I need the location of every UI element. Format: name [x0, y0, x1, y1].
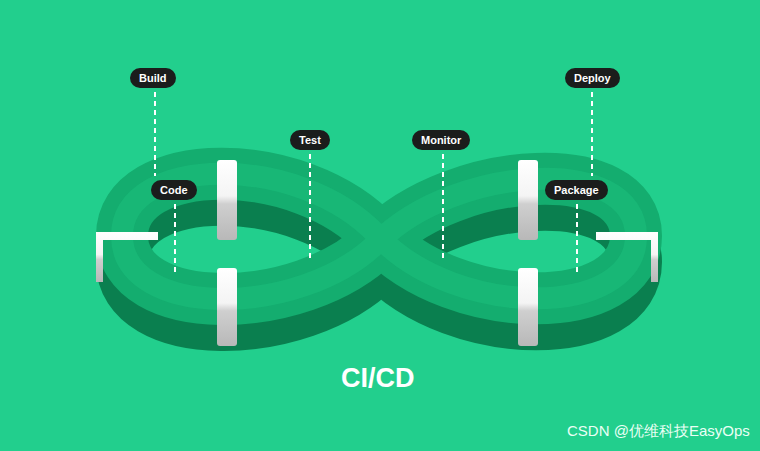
- stage-pill: Monitor: [412, 130, 470, 150]
- band-clip: [518, 268, 538, 346]
- stage-label: Test: [299, 134, 321, 146]
- stage-pill: Code: [151, 180, 197, 200]
- diagram-title: CI/CD: [341, 363, 415, 394]
- stage-label: Deploy: [574, 72, 611, 84]
- band-clip: [518, 160, 538, 240]
- end-bracket: [96, 232, 158, 282]
- stage-pill: Test: [290, 130, 330, 150]
- stage-label: Code: [160, 184, 188, 196]
- stage-pill: Build: [130, 68, 176, 88]
- band-clip: [217, 160, 237, 240]
- band-clip: [217, 268, 237, 346]
- end-bracket: [596, 232, 658, 282]
- stage-pill: Package: [545, 180, 608, 200]
- band-top: [122, 174, 636, 299]
- stage-label: Build: [139, 72, 167, 84]
- leader-lines: [155, 92, 592, 272]
- watermark: CSDN @优维科技EasyOps: [567, 422, 750, 441]
- stage-label: Monitor: [421, 134, 461, 146]
- stage-label: Package: [554, 184, 599, 196]
- band-highlight: [122, 174, 636, 299]
- stage-pill: Deploy: [565, 68, 620, 88]
